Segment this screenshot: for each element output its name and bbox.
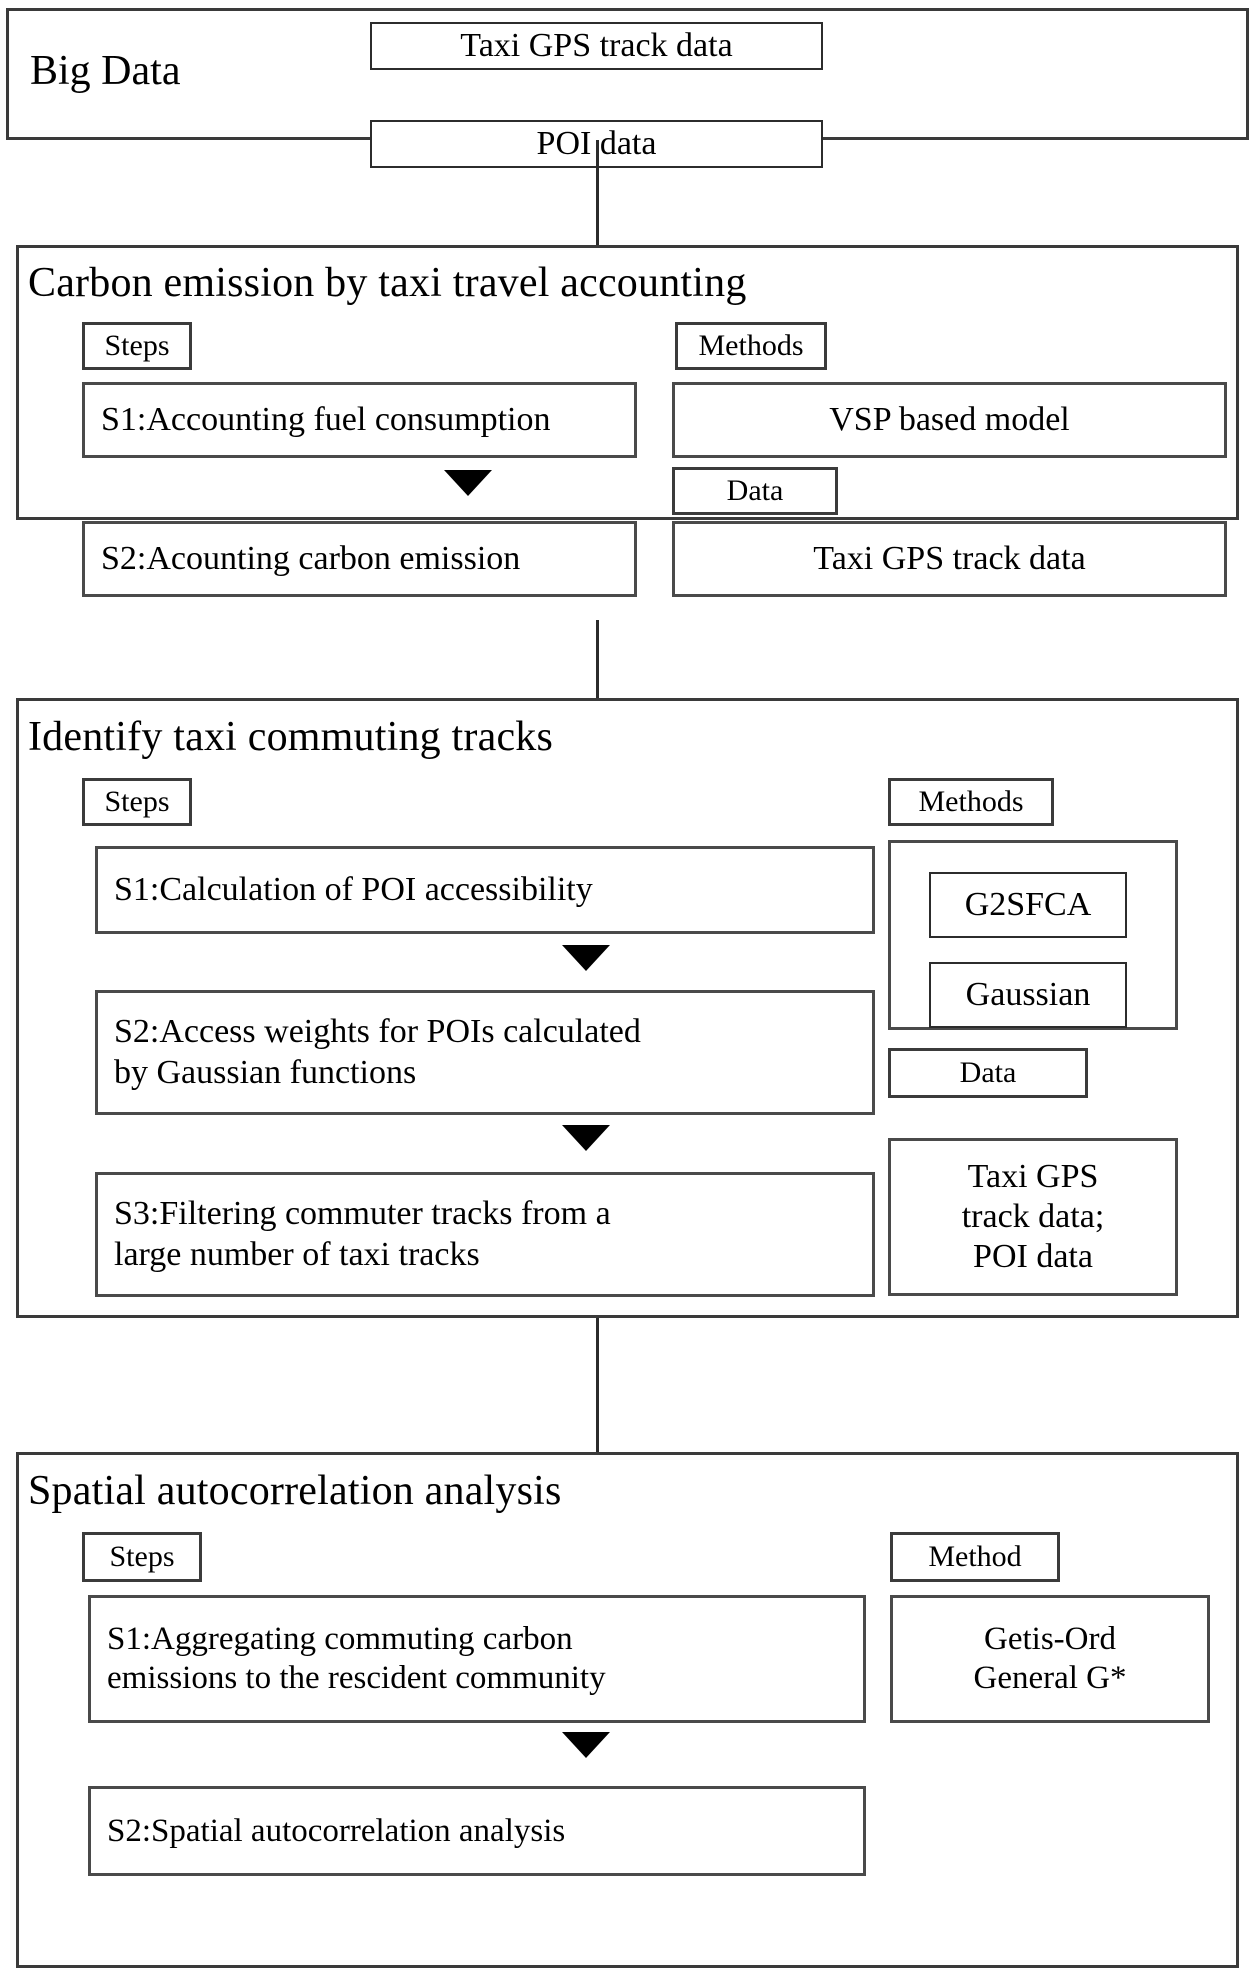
tag-methods-carbon: Methods	[675, 322, 827, 370]
section-title-identify-tracks: Identify taxi commuting tracks	[28, 714, 554, 760]
tag-data-carbon: Data	[672, 467, 838, 515]
spatial-step-s2: S2:Spatial autocorrelation analysis	[88, 1786, 866, 1876]
spatial-method-getis-ord: Getis-Ord General G*	[890, 1595, 1210, 1723]
arrow-carbon-s1-to-s2	[444, 470, 492, 496]
tag-label: Data	[959, 1056, 1017, 1089]
step-label: S1:Calculation of POI accessibility	[114, 870, 593, 908]
data-label: Taxi GPS track data	[813, 539, 1086, 577]
carbon-method-vsp: VSP based model	[672, 382, 1227, 458]
tag-steps-spatial: Steps	[82, 1532, 202, 1582]
step-label: S3:Filtering commuter tracks from a larg…	[114, 1195, 611, 1273]
step-label: S2:Acounting carbon emission	[101, 539, 521, 577]
carbon-step-s1: S1:Accounting fuel consumption	[82, 382, 637, 458]
identify-step-s1: S1:Calculation of POI accessibility	[95, 846, 875, 934]
arrow-identify-s2-to-s3	[562, 1125, 610, 1151]
data-label: Taxi GPS track data; POI data	[961, 1157, 1105, 1276]
tag-data-identify: Data	[888, 1048, 1088, 1098]
carbon-step-s2: S2:Acounting carbon emission	[82, 521, 637, 597]
tag-label: Steps	[109, 1540, 175, 1573]
tag-steps-identify: Steps	[82, 778, 192, 826]
spatial-step-s1: S1:Aggregating commuting carbon emission…	[88, 1595, 866, 1723]
step-label: S1:Accounting fuel consumption	[101, 400, 551, 438]
arrow-identify-s1-to-s2	[562, 945, 610, 971]
big-data-item-taxi-gps: Taxi GPS track data	[370, 22, 823, 70]
method-label: Getis-Ord General G*	[973, 1621, 1127, 1696]
section-title-carbon-accounting: Carbon emission by taxi travel accountin…	[28, 260, 747, 306]
arrow-spatial-s1-to-s2	[562, 1732, 610, 1758]
tag-method-spatial: Method	[890, 1532, 1060, 1582]
big-data-label: Big Data	[30, 48, 181, 94]
tag-label: Steps	[104, 785, 170, 818]
method-label: VSP based model	[829, 400, 1070, 438]
connector-carbon-to-identify	[596, 620, 599, 700]
carbon-data-taxi-gps: Taxi GPS track data	[672, 521, 1227, 597]
connector-bigdata-to-carbon	[596, 140, 599, 245]
tag-label: Method	[928, 1540, 1022, 1573]
tag-steps-carbon: Steps	[82, 322, 192, 370]
section-title-spatial-autocorrelation: Spatial autocorrelation analysis	[28, 1468, 562, 1514]
tag-label: Methods	[698, 329, 804, 362]
identify-method-gaussian: Gaussian	[929, 962, 1127, 1028]
tag-label: Steps	[104, 329, 170, 362]
method-label: Gaussian	[965, 975, 1091, 1013]
big-data-item-label: Taxi GPS track data	[460, 26, 733, 64]
identify-step-s3: S3:Filtering commuter tracks from a larg…	[95, 1172, 875, 1297]
identify-step-s2: S2:Access weights for POIs calculated by…	[95, 990, 875, 1115]
step-label: S1:Aggregating commuting carbon emission…	[107, 1621, 606, 1696]
identify-data-box: Taxi GPS track data; POI data	[888, 1138, 1178, 1296]
tag-label: Methods	[918, 785, 1024, 818]
step-label: S2:Spatial autocorrelation analysis	[107, 1812, 566, 1849]
tag-methods-identify: Methods	[888, 778, 1054, 826]
identify-method-g2sfca: G2SFCA	[929, 872, 1127, 938]
method-label: G2SFCA	[964, 885, 1092, 923]
step-label: S2:Access weights for POIs calculated by…	[114, 1013, 641, 1091]
connector-identify-to-spatial	[596, 1318, 599, 1452]
tag-label: Data	[726, 474, 784, 507]
